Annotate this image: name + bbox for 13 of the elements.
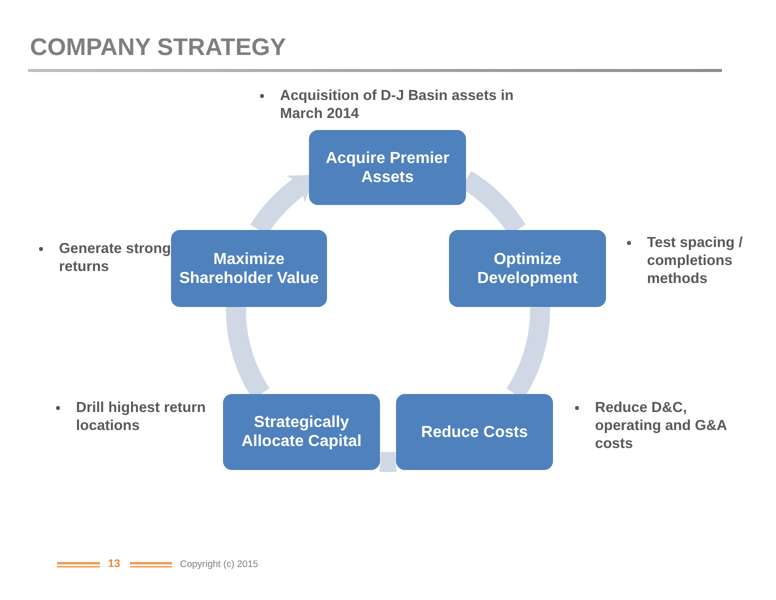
process-box: Optimize Development — [449, 230, 606, 307]
process-box: Maximize Shareholder Value — [171, 230, 327, 307]
copyright-note: Copyright (c) 2015 — [180, 559, 258, 570]
slide-title: COMPANY STRATEGY — [30, 34, 286, 62]
bullet-note: Test spacing / completions methods — [623, 234, 773, 288]
page-number: 13 — [108, 558, 120, 570]
process-box: Acquire Premier Assets — [309, 130, 466, 205]
bullet-note: Acquisition of D-J Basin assets in March 2014 — [256, 87, 546, 123]
process-box: Reduce Costs — [396, 394, 553, 470]
bullet-note: Generate strong returns — [35, 240, 171, 276]
bullet-note: Drill highest return locations — [52, 399, 222, 435]
bullet-note: Reduce D&C, operating and G&A costs — [571, 399, 741, 453]
process-box: Strategically Allocate Capital — [223, 394, 380, 470]
